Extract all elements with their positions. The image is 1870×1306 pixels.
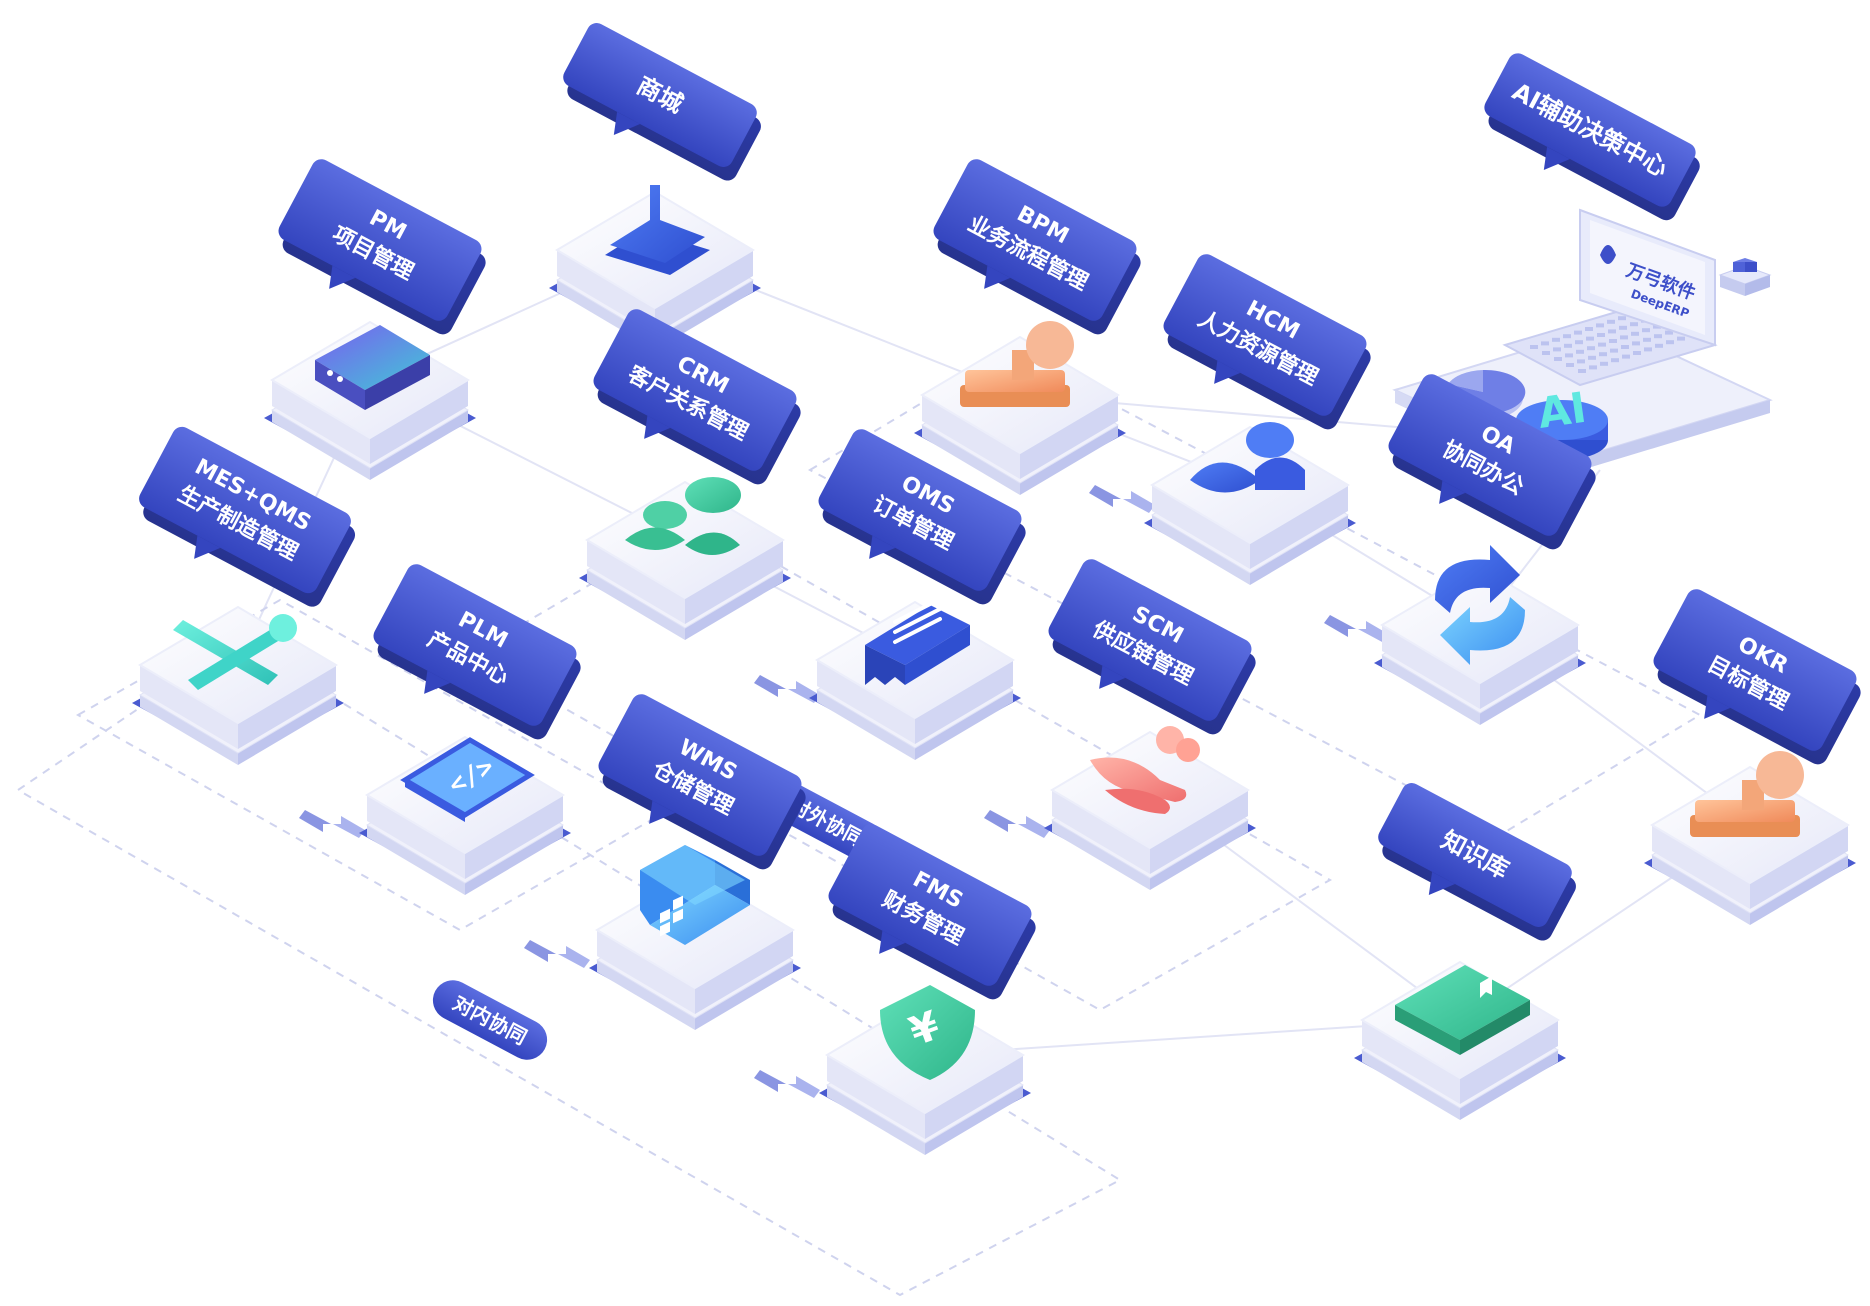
key-cap	[1596, 323, 1604, 328]
laptop-icon: 万弓软件 DeepERP	[1502, 208, 1718, 387]
ai-text: AI	[1535, 383, 1589, 438]
key-cap	[1553, 347, 1561, 352]
key-cap	[1607, 319, 1615, 324]
key-cap	[1655, 343, 1663, 348]
key-cap	[1600, 361, 1608, 366]
group-outline	[467, 518, 1333, 1012]
key-cap	[1630, 322, 1638, 327]
crm-platform	[579, 480, 791, 640]
flow-arrow-icon	[1324, 615, 1390, 643]
flow-arrow-icon	[1089, 485, 1155, 513]
key-cap	[1619, 325, 1627, 330]
key-cap	[1576, 349, 1584, 354]
key-cap	[1610, 348, 1618, 353]
key-cap	[1566, 363, 1574, 367]
mall-label: 商城	[563, 23, 761, 181]
flow-arrow-icon	[299, 810, 365, 838]
key-cap	[1588, 355, 1596, 360]
shop-icon	[605, 185, 710, 275]
key-cap	[1597, 333, 1605, 337]
key-cap	[1565, 353, 1573, 358]
brand-logo-icon	[1600, 245, 1616, 264]
flow-arrow-icon	[754, 675, 820, 703]
key-cap	[1677, 336, 1685, 341]
flow-arrow-icon	[524, 940, 590, 968]
key-cap	[1611, 358, 1619, 363]
ai-label: AI辅助决策中心	[1484, 53, 1700, 221]
key-cap	[1541, 341, 1549, 346]
hcm-platform	[1144, 425, 1356, 585]
module-nodes: </> ¥	[132, 185, 1856, 1155]
key-cap	[1598, 342, 1606, 347]
key-cap	[1631, 331, 1639, 336]
sync-arrows-icon	[1435, 545, 1525, 665]
tools-icon	[173, 614, 297, 690]
key-cap	[1642, 328, 1650, 333]
key-cap	[1620, 335, 1628, 340]
code-window-icon: </>	[400, 737, 535, 822]
key-cap	[1632, 341, 1640, 346]
fms-platform	[819, 995, 1031, 1155]
key-cap	[1622, 354, 1630, 359]
stamp-icon	[960, 321, 1074, 407]
key-cap	[1608, 329, 1616, 334]
key-cap	[1599, 352, 1607, 357]
mall-platform	[549, 190, 761, 350]
key-cap	[1563, 334, 1571, 339]
people-icon	[1190, 422, 1305, 493]
flow-arrow-icon	[754, 1070, 820, 1098]
key-cap	[1589, 365, 1597, 370]
stamp-icon	[1690, 751, 1804, 837]
key-cap	[1633, 351, 1641, 355]
key-cap	[1665, 330, 1673, 335]
customers-icon	[625, 477, 741, 555]
warehouse-icon	[640, 845, 750, 945]
key-cap	[1643, 337, 1651, 342]
key-cap	[1621, 345, 1629, 349]
key-cap	[1666, 340, 1674, 345]
small-cube-icon	[1718, 258, 1772, 296]
key-cap	[1575, 340, 1583, 345]
key-cap	[1587, 346, 1595, 351]
server-icon	[315, 325, 430, 410]
key-cap	[1644, 347, 1652, 352]
handshake-icon	[1090, 726, 1200, 814]
kb-label: 知识库	[1378, 783, 1576, 941]
key-cap	[1618, 316, 1626, 321]
key-cap	[1564, 343, 1572, 348]
flow-arrow-icon	[984, 810, 1050, 838]
key-cap	[1554, 357, 1562, 361]
yuan-shield-icon: ¥	[880, 985, 975, 1080]
key-cap	[1585, 327, 1593, 331]
key-cap	[1530, 345, 1538, 349]
key-cap	[1577, 359, 1585, 364]
key-cap	[1654, 334, 1662, 339]
key-cap	[1609, 339, 1617, 343]
key-cap	[1578, 369, 1586, 373]
book-icon	[1395, 965, 1530, 1055]
order-receipt-icon	[865, 597, 970, 685]
key-cap	[1542, 351, 1550, 355]
internal-collab-pill: 对内协同	[432, 980, 548, 1060]
key-cap	[1586, 336, 1594, 341]
key-cap	[1574, 330, 1582, 335]
mesqms-platform	[132, 605, 344, 765]
key-cap	[1552, 337, 1560, 342]
